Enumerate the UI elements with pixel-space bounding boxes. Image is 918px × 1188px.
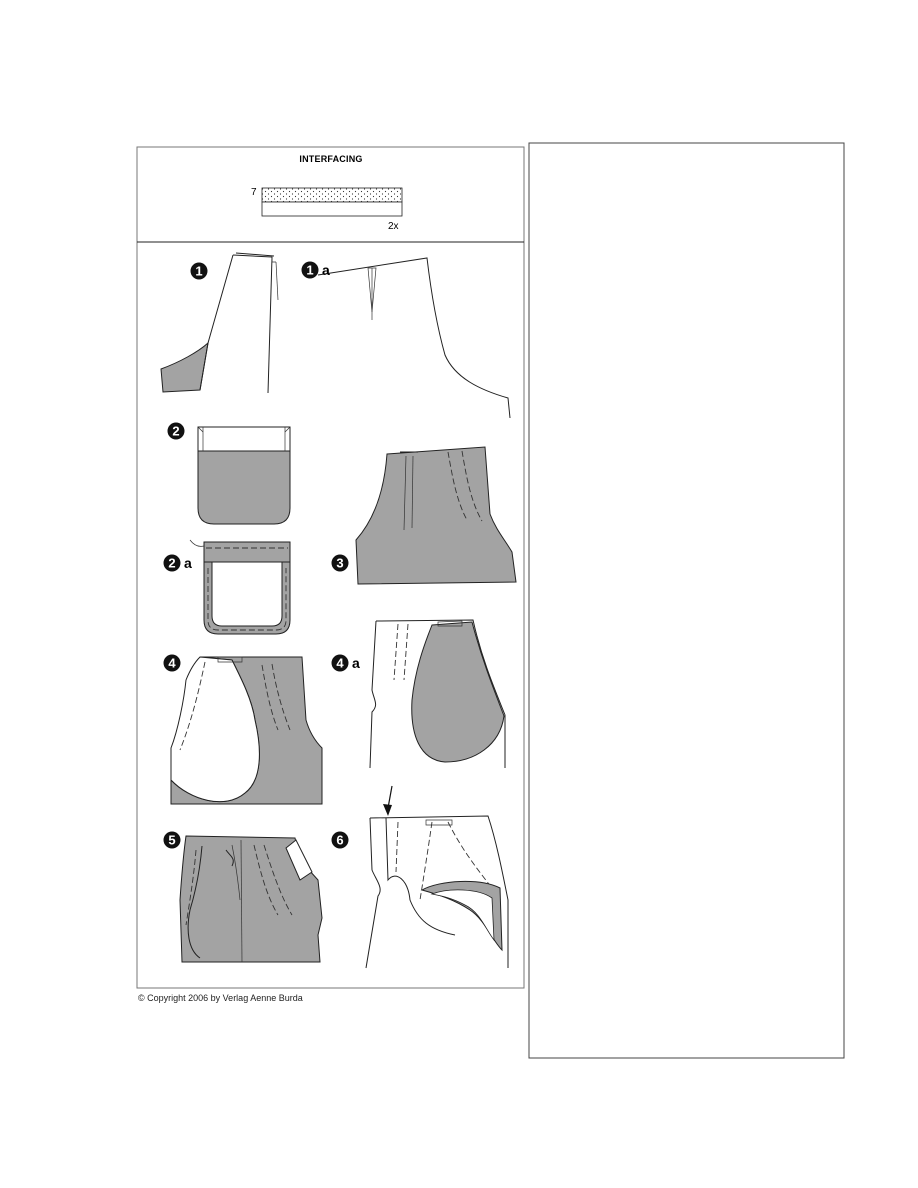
step-badge-4: 4 <box>163 654 181 672</box>
step-badge-1: 1 <box>190 262 208 280</box>
step-badge-circle <box>331 831 349 849</box>
step-suffix: a <box>322 262 330 278</box>
step-6-illustration <box>365 785 509 969</box>
step-badge-circle <box>167 422 185 440</box>
interfacing-strip <box>261 187 403 203</box>
step-number: 2 <box>168 556 175 571</box>
step-3-illustration <box>355 446 517 585</box>
step-badge-circle <box>331 654 349 672</box>
step-5-illustration <box>179 835 323 963</box>
step-1-illustration <box>160 252 279 394</box>
step-badge-5: 5 <box>163 831 181 849</box>
step-number: 4 <box>168 656 176 671</box>
step-badge-2: 2 <box>167 422 185 440</box>
step-badge-circle <box>163 654 181 672</box>
interfacing-title: INTERFACING <box>299 154 362 164</box>
step-2-illustration <box>197 426 291 525</box>
copyright-notice: © Copyright 2006 by Verlag Aenne Burda <box>138 993 303 1003</box>
step-number: 1 <box>306 263 313 278</box>
step-badge-3: 3 <box>331 554 349 572</box>
step-2a-illustration <box>189 539 291 635</box>
arrow-down-icon <box>383 785 393 816</box>
step-badge-circle <box>163 831 181 849</box>
interfacing-fold <box>261 201 403 217</box>
step-number: 3 <box>336 556 343 571</box>
step-suffix: a <box>184 555 192 571</box>
step-badge-circle <box>331 554 349 572</box>
interfacing-count-label: 2x <box>388 221 399 232</box>
step-suffix: a <box>352 655 360 671</box>
step-badge-6: 6 <box>331 831 349 849</box>
interfacing-height-label: 7 <box>251 187 257 198</box>
step-number: 6 <box>336 833 343 848</box>
interfacing-section: INTERFACING 7 2x <box>251 154 403 232</box>
step-1a-illustration <box>317 257 511 419</box>
step-number: 1 <box>195 264 202 279</box>
step-badge-circle <box>301 261 319 279</box>
step-badge-circle <box>190 262 208 280</box>
step-number: 2 <box>172 424 179 439</box>
step-4a-illustration <box>369 619 506 769</box>
step-badge-circle <box>163 554 181 572</box>
step-number: 5 <box>168 833 175 848</box>
notes-panel <box>528 142 845 1059</box>
step-number: 4 <box>336 656 344 671</box>
step-4-illustration <box>170 656 323 805</box>
